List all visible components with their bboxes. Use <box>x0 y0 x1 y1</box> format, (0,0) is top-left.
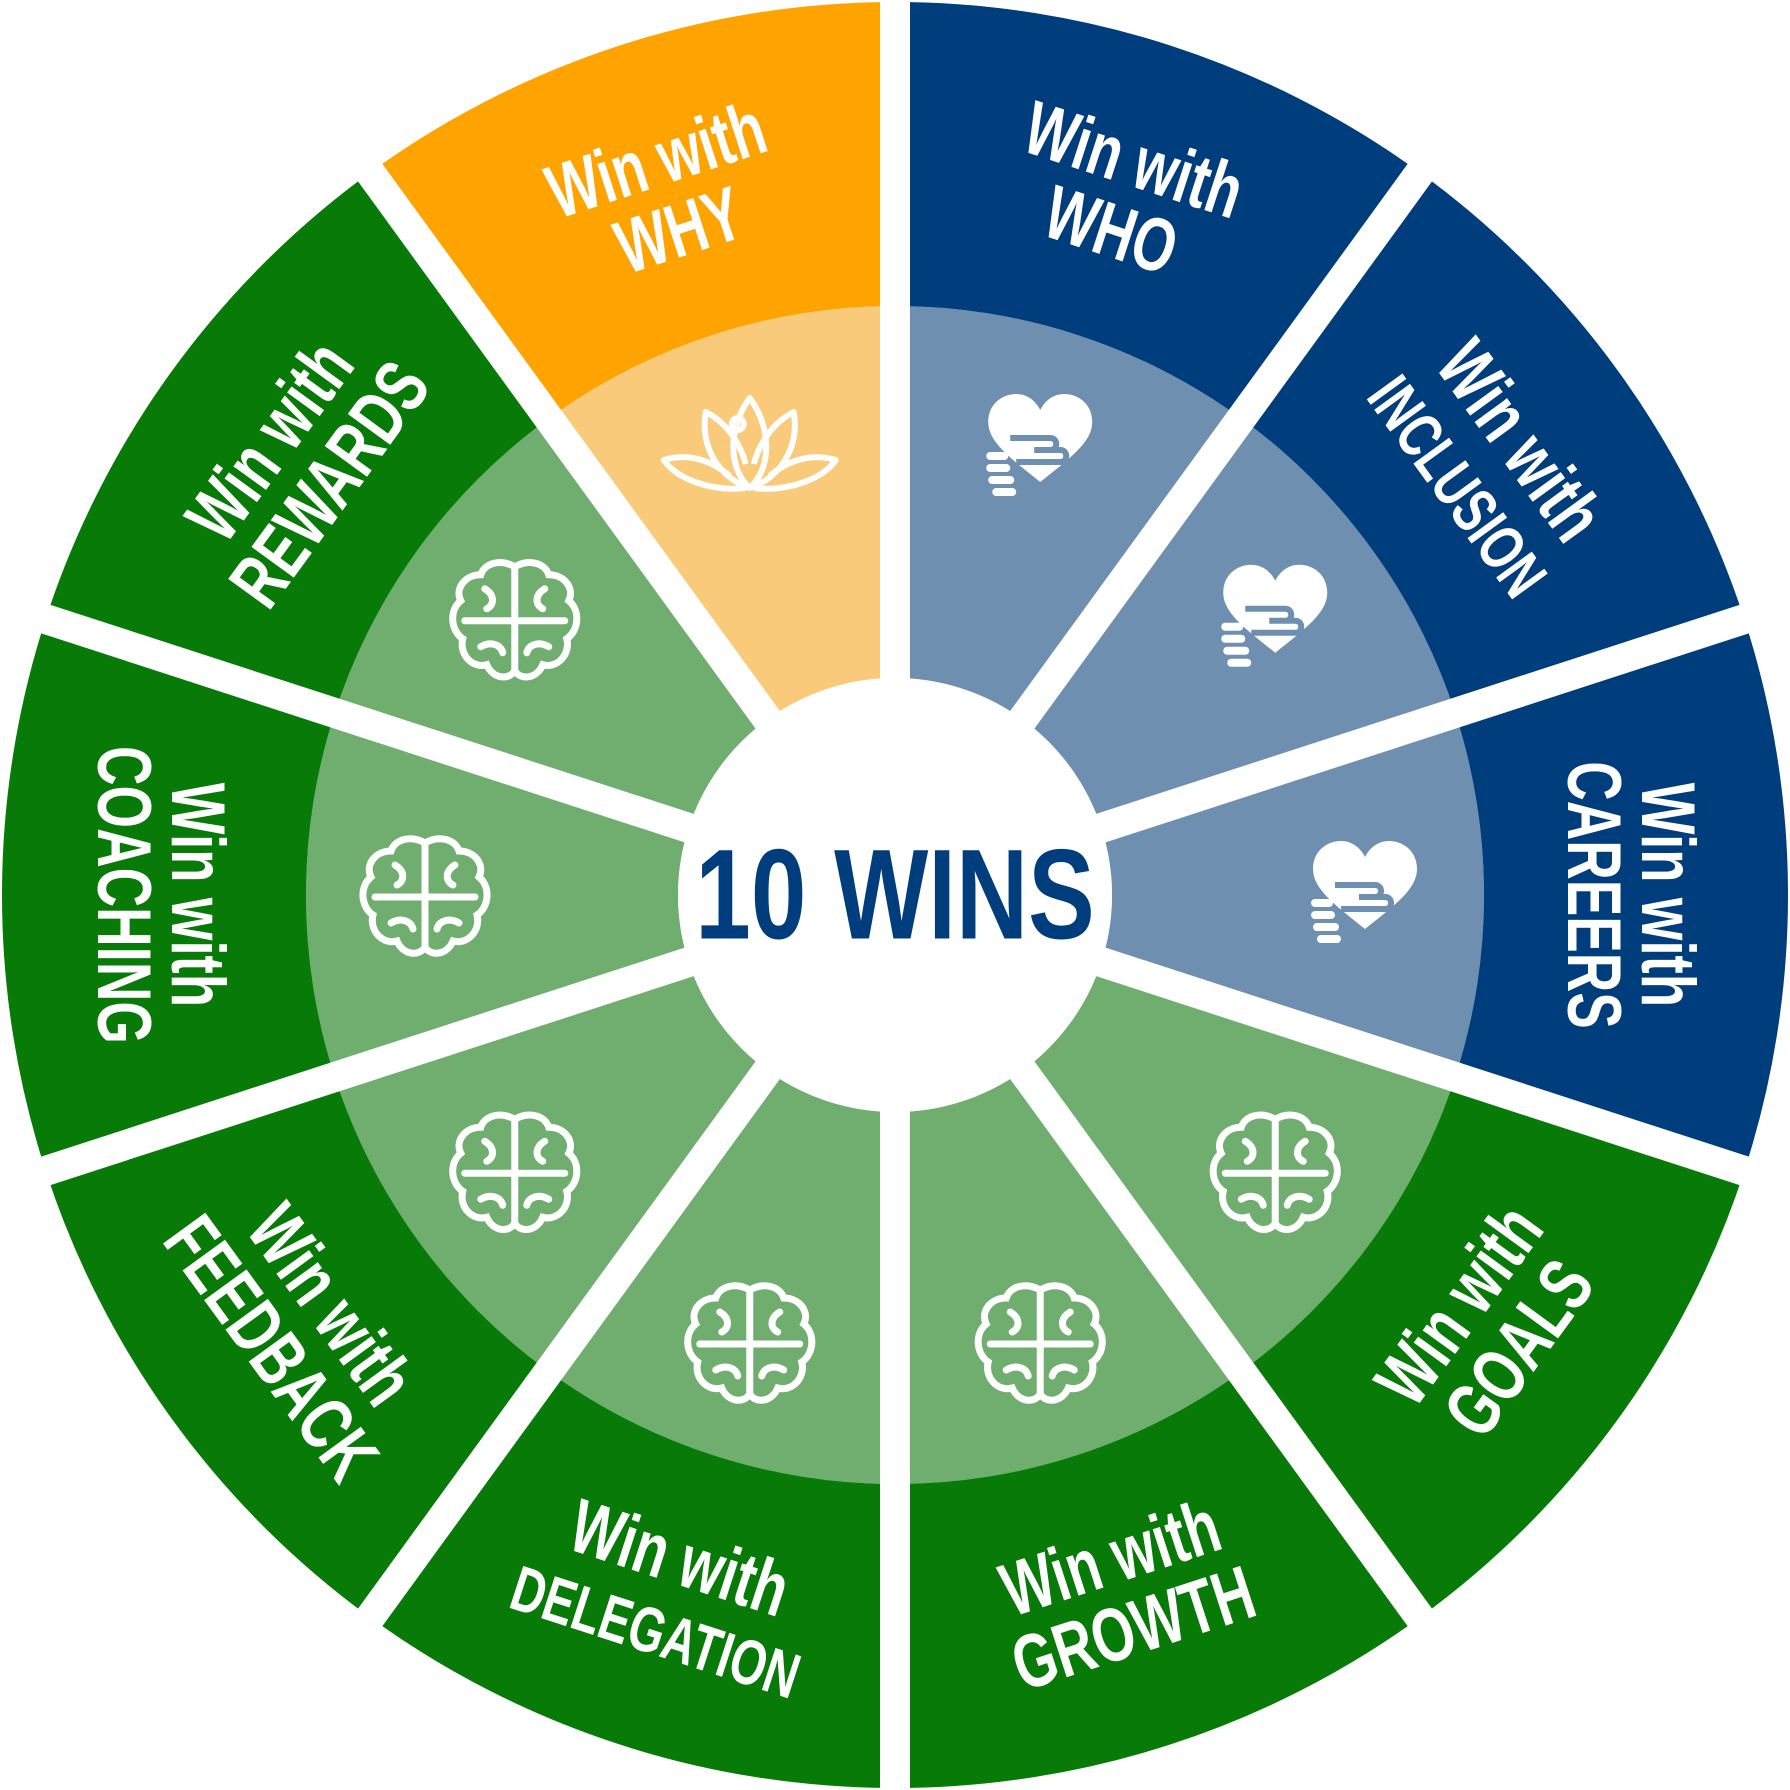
heart-hand-icon <box>1221 564 1328 667</box>
segment-inner-band <box>1022 962 1456 1372</box>
segment-prefix: Win with <box>1625 783 1710 1007</box>
heart-hand-icon <box>986 394 1093 497</box>
brain-icon <box>449 1111 581 1233</box>
heart-hand-icon <box>1311 841 1417 943</box>
segment-inner-band <box>548 306 895 720</box>
segment-keyword: CAREERS <box>1551 761 1636 1029</box>
segment-inner-band <box>548 1070 895 1484</box>
segment-outer-band <box>1241 172 1745 713</box>
center-circle <box>678 678 1112 1112</box>
segment-outer-band <box>370 2 895 419</box>
center-title: 10 WINS <box>695 824 1094 967</box>
lotus-icon <box>660 395 839 492</box>
segment-outer-band <box>45 1077 549 1618</box>
segment-inner-band <box>895 306 1242 720</box>
segment-prefix: Win with <box>155 783 240 1007</box>
segment-inner-band <box>334 962 768 1372</box>
brain-icon <box>359 835 491 957</box>
segment-keyword: COACHING <box>81 746 166 1044</box>
brain-icon <box>974 1282 1106 1404</box>
segment-outer-band <box>1241 1077 1745 1618</box>
segment-outer-band <box>45 172 549 713</box>
segment-outer-band <box>1 619 335 1171</box>
segment-inner-band <box>895 1070 1242 1484</box>
brain-icon <box>1209 1111 1341 1233</box>
segment-outer-band <box>370 1371 895 1788</box>
segment-outer-band <box>895 2 1420 419</box>
segment-outer-band <box>1455 619 1788 1171</box>
brain-icon <box>449 559 581 681</box>
segment-outer-band <box>895 1371 1420 1788</box>
brain-icon <box>684 1282 816 1404</box>
